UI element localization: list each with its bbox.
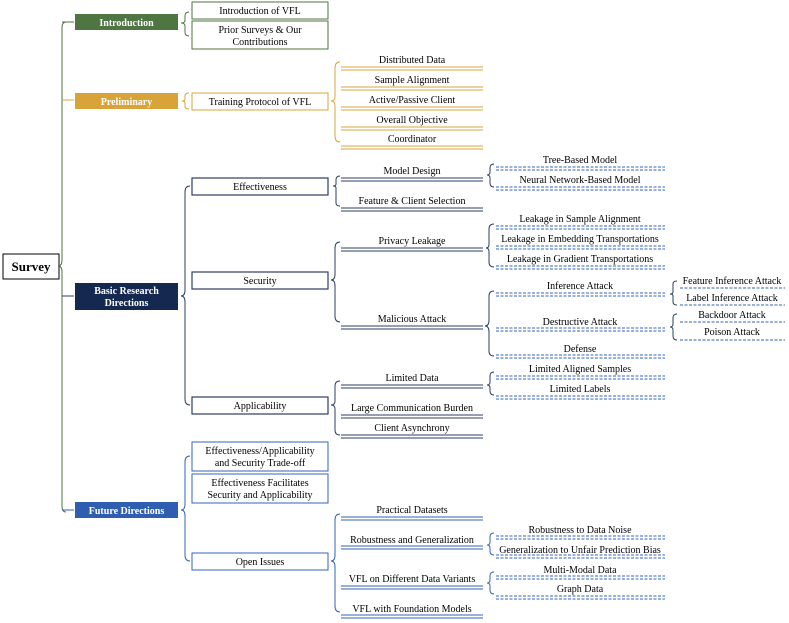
unfair-bias-label: Generalization to Unfair Prediction Bias — [499, 545, 661, 556]
feature-inference-label: Feature Inference Attack — [683, 276, 782, 287]
introduction-label: Introduction — [99, 18, 154, 29]
tree-based-model-label: Tree-Based Model — [543, 155, 618, 166]
sample-alignment-label: Sample Alignment — [375, 75, 450, 86]
svg-text:Effectiveness/Applicability: Effectiveness/Applicability — [205, 446, 314, 457]
leakage-embedding-label: Leakage in Embedding Transportations — [501, 234, 659, 245]
distributed-data-label: Distributed Data — [379, 55, 446, 66]
limited-data-bracket — [486, 371, 495, 396]
effectiveness-facilitates-box: Effectiveness Facilitates Security and A… — [191, 473, 329, 504]
svg-text:Basic Research: Basic Research — [94, 286, 159, 297]
svg-text:Effectiveness Facilitates: Effectiveness Facilitates — [211, 478, 308, 489]
model-design-label: Model Design — [384, 166, 441, 177]
privacy-leakage-label: Privacy Leakage — [379, 236, 446, 247]
root-label: Survey — [12, 259, 52, 274]
defense-label: Defense — [564, 344, 597, 355]
security-box: Security — [191, 271, 329, 290]
malicious-children-lines — [496, 292, 665, 359]
data-variants-label: VFL on Different Data Variants — [349, 574, 476, 585]
basic-research-category: Basic Research Directions — [75, 283, 178, 310]
label-inference-label: Label Inference Attack — [686, 293, 778, 304]
preliminary-items — [341, 66, 483, 150]
root-bracket — [57, 21, 74, 513]
preliminary-category: Preliminary — [75, 93, 178, 109]
active-passive-client-label: Active/Passive Client — [369, 95, 456, 106]
model-design-children-lines — [496, 166, 665, 191]
introduction-bracket — [180, 11, 190, 37]
destructive-bracket — [669, 313, 678, 341]
tradeoff-box: Effectiveness/Applicability and Security… — [191, 441, 329, 472]
practical-datasets-label: Practical Datasets — [376, 505, 447, 516]
client-asynchrony-label: Client Asynchrony — [374, 423, 449, 434]
svg-text:Effectiveness: Effectiveness — [233, 182, 287, 193]
limited-data-label: Limited Data — [385, 373, 439, 384]
privacy-children-lines — [496, 225, 665, 270]
svg-text:Applicability: Applicability — [234, 401, 287, 412]
poison-attack-label: Poison Attack — [704, 327, 760, 338]
svg-text:Training Protocol of VFL: Training Protocol of VFL — [209, 97, 312, 108]
variants-children-lines — [496, 575, 665, 600]
nn-based-model-label: Neural Network-Based Model — [519, 175, 640, 186]
effectiveness-box: Effectiveness — [191, 177, 329, 196]
svg-text:Security and Applicability: Security and Applicability — [208, 490, 313, 501]
robustness-generalization-label: Robustness and Generalization — [350, 535, 474, 546]
open-issues-bracket — [330, 513, 341, 613]
svg-text:Contributions: Contributions — [232, 37, 287, 48]
open-issues-box: Open Issues — [191, 552, 329, 571]
security-bracket — [330, 241, 341, 323]
security-lines — [341, 247, 483, 330]
robustness-noise-label: Robustness to Data Noise — [528, 525, 632, 536]
malicious-attack-label: Malicious Attack — [378, 314, 447, 325]
foundation-models-label: VFL with Foundation Models — [352, 604, 471, 615]
limited-data-children-lines — [496, 375, 665, 400]
root-node: Survey — [2, 253, 60, 280]
svg-text:Prior Surveys & Our: Prior Surveys & Our — [218, 25, 302, 36]
destructive-children-lines — [680, 321, 785, 341]
destructive-attack-label: Destructive Attack — [543, 317, 618, 328]
overall-objective-label: Overall Objective — [376, 115, 448, 126]
robust-children-lines — [496, 535, 665, 559]
open-issues-lines — [341, 516, 483, 619]
prior-surveys-box: Prior Surveys & Our Contributions — [191, 20, 329, 50]
model-design-bracket — [486, 163, 495, 188]
svg-text:Introduction of VFL: Introduction of VFL — [219, 6, 300, 17]
multimodal-data-label: Multi-Modal Data — [543, 565, 617, 576]
graph-data-label: Graph Data — [557, 584, 604, 595]
robust-bracket — [486, 532, 495, 556]
malicious-bracket — [484, 290, 495, 357]
introduction-vfl-box: Introduction of VFL — [191, 1, 329, 20]
future-directions-label: Future Directions — [89, 506, 165, 517]
backdoor-attack-label: Backdoor Attack — [698, 310, 765, 321]
future-directions-category: Future Directions — [75, 502, 178, 518]
applicability-lines — [341, 384, 483, 439]
variants-bracket — [486, 571, 495, 595]
inference-attack-label: Inference Attack — [547, 281, 613, 292]
future-bracket — [180, 455, 191, 562]
feature-client-selection-label: Feature & Client Selection — [359, 196, 466, 207]
leakage-sample-alignment-label: Leakage in Sample Alignment — [519, 214, 641, 225]
communication-burden-label: Large Communication Burden — [351, 403, 473, 414]
inference-bracket — [669, 280, 678, 306]
inference-children-lines — [680, 287, 785, 306]
svg-text:Security: Security — [243, 276, 276, 287]
limited-aligned-samples-label: Limited Aligned Samples — [529, 364, 631, 375]
svg-text:and Security Trade-off: and Security Trade-off — [215, 458, 306, 469]
svg-text:Directions: Directions — [105, 298, 149, 309]
preliminary-label: Preliminary — [101, 97, 152, 108]
preliminary-bracket-b — [330, 61, 341, 143]
leakage-gradient-label: Leakage in Gradient Transportations — [507, 254, 653, 265]
effectiveness-lines — [341, 177, 483, 212]
effectiveness-bracket — [332, 175, 341, 207]
applicability-box: Applicability — [191, 396, 329, 415]
preliminary-bracket-a — [181, 92, 190, 110]
basic-bracket — [180, 185, 191, 406]
svg-text:Open Issues: Open Issues — [236, 557, 285, 568]
coordinator-label: Coordinator — [388, 134, 437, 145]
applicability-bracket — [330, 380, 341, 436]
introduction-category: Introduction — [75, 14, 178, 30]
privacy-bracket — [485, 223, 495, 268]
training-protocol-box: Training Protocol of VFL — [191, 92, 329, 111]
limited-labels-label: Limited Labels — [550, 384, 611, 395]
